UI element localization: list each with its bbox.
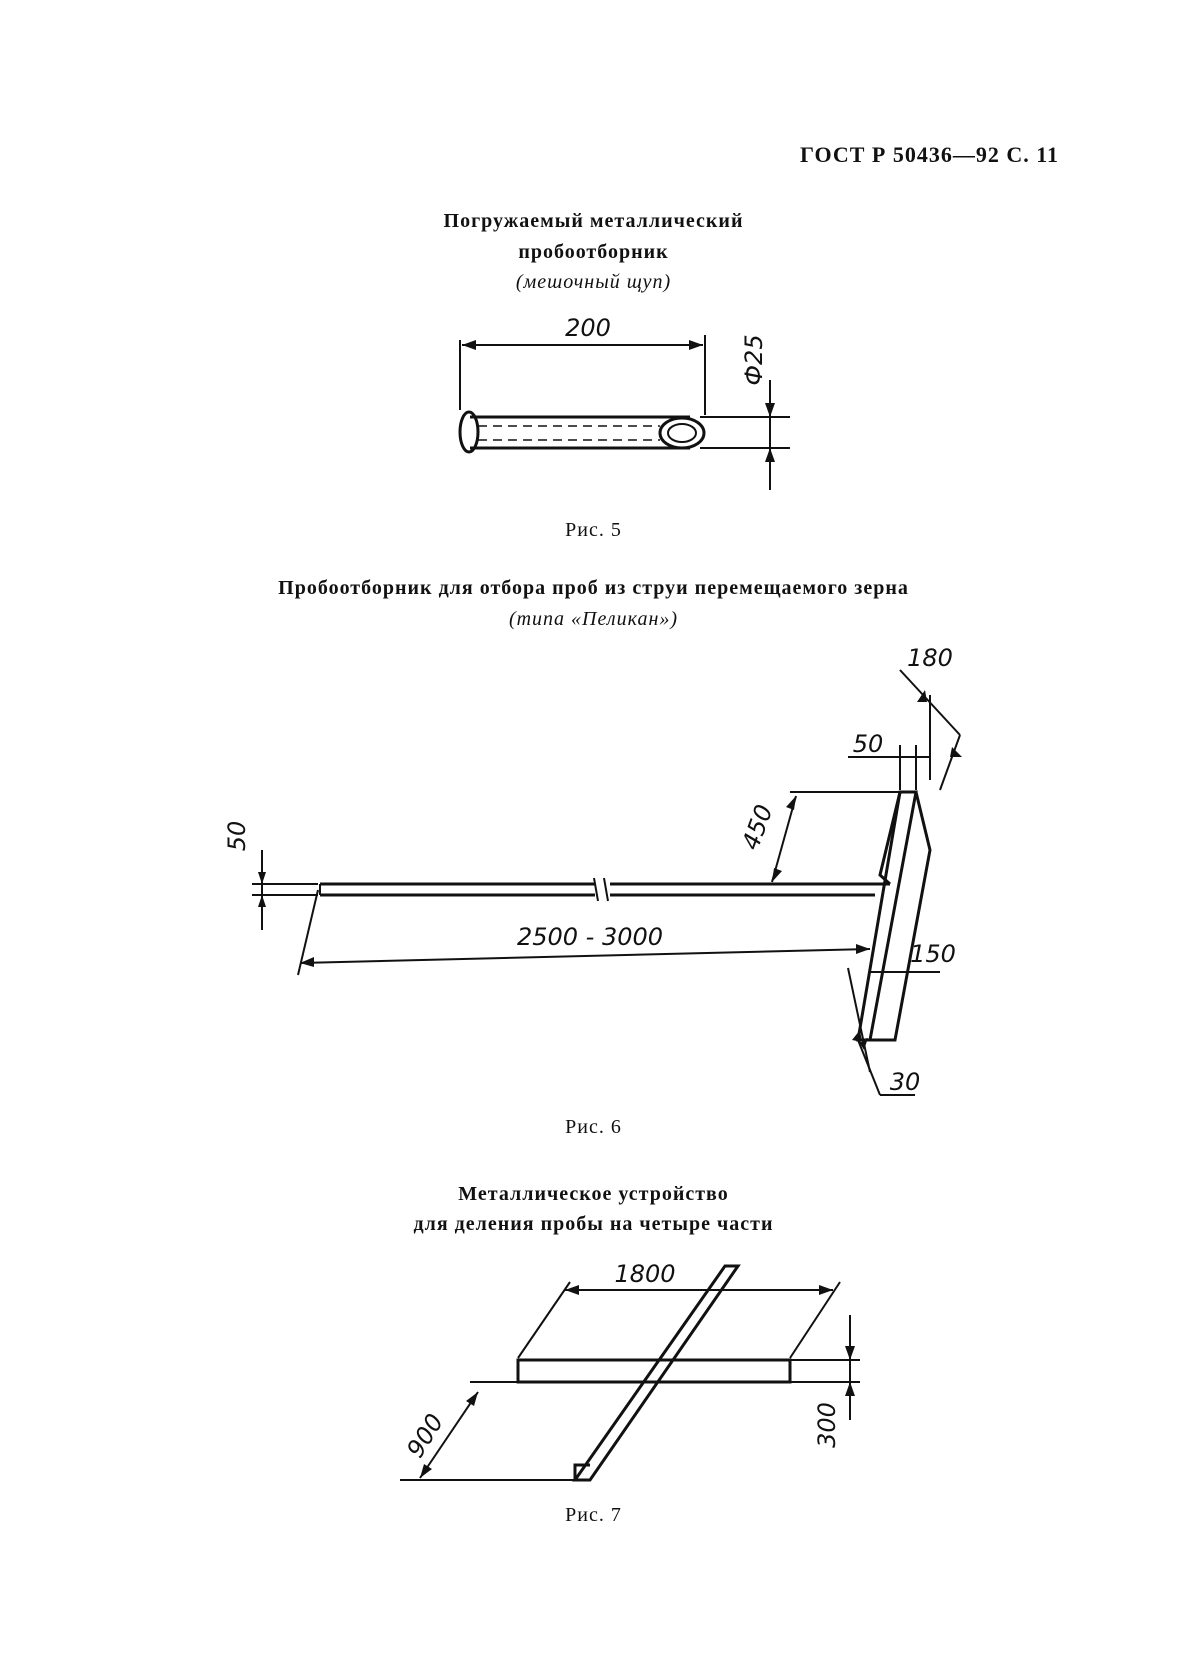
fig6-dim-150: 150	[910, 940, 956, 968]
fig6-scoop-side	[878, 791, 902, 886]
fig7-dim-300: 300	[813, 1402, 841, 1448]
fig6-scoop-back	[870, 791, 932, 1042]
fig7-title-line1: Металлическое устройство	[458, 1183, 729, 1205]
fig5-tube-body	[470, 415, 690, 450]
fig6-ext-line	[857, 1039, 881, 1096]
fig6-caption: Рис. 6	[565, 1116, 622, 1138]
fig6-subtitle: (типа «Пеликан»)	[508, 608, 679, 630]
fig7-dim-line	[419, 1391, 479, 1479]
fig5-title-line1: Погружаемый металлический	[443, 210, 744, 232]
fig6-dim-arrows	[258, 872, 266, 907]
fig6-break-mark	[593, 877, 609, 902]
fig6-dim-length: 2500 - 3000	[517, 923, 663, 951]
fig6-dim-line	[847, 967, 871, 1073]
fig6-ext-line	[939, 734, 961, 791]
fig6-dim-50-top: 50	[853, 730, 884, 758]
fig6-ext-line	[297, 889, 319, 976]
fig5-tube-opening	[667, 423, 697, 443]
fig7-bar-diagonal-end	[573, 1463, 590, 1480]
fig7-dim-1800: 1800	[614, 1260, 675, 1288]
fig6-handle	[320, 882, 890, 897]
fig6-dim-50-left: 50	[223, 821, 251, 852]
fig7-bar-diagonal	[572, 1264, 741, 1482]
fig6-dim-180: 180	[907, 644, 953, 672]
fig6-dim-line	[299, 948, 871, 964]
fig5-title-line2: пробоотборник	[518, 241, 669, 263]
fig5-dim-arrows	[765, 403, 775, 462]
fig6-dim-line	[771, 795, 797, 883]
fig5-dim-length: 200	[565, 314, 611, 342]
fig5-caption: Рис. 5	[565, 519, 622, 541]
fig5-tube-rim	[458, 410, 480, 454]
fig7-ext-line	[517, 1281, 571, 1359]
fig6-dim-30: 30	[890, 1068, 921, 1096]
fig7-dim-arrows	[845, 1346, 855, 1396]
fig5-dim-diameter: Ф25	[740, 334, 768, 385]
fig6-dim-arrows	[917, 690, 962, 757]
fig7-ext-line	[789, 1281, 841, 1359]
fig7-dim-900: 900	[401, 1409, 449, 1463]
fig7-caption: Рис. 7	[565, 1504, 622, 1526]
fig7-bar-horizontal	[516, 1358, 792, 1384]
fig7-dim-arrows	[420, 1392, 478, 1478]
fig7-title-line2: для деления пробы на четыре части	[413, 1213, 774, 1235]
fig6-title: Пробоотборник для отбора проб из струи п…	[278, 577, 909, 599]
page-header: ГОСТ Р 50436—92 С. 11	[800, 142, 1060, 167]
fig5-subtitle: (мешочный щуп)	[515, 271, 672, 293]
fig5-tube-end	[658, 416, 706, 450]
fig6-dim-arrows	[772, 796, 796, 882]
fig6-dim-arrows	[852, 1030, 868, 1050]
